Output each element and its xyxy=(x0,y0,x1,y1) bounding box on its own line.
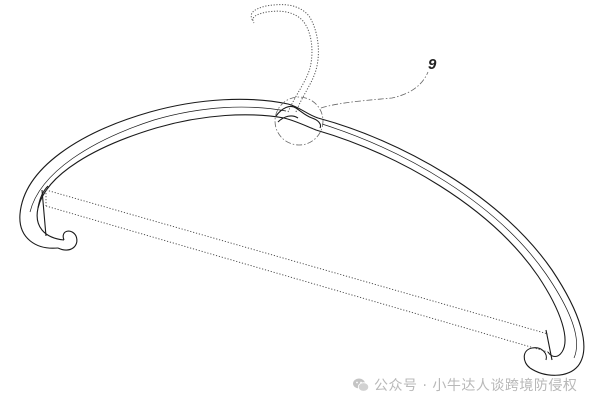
leader-line xyxy=(320,71,429,109)
wechat-icon xyxy=(353,378,370,392)
detail-circle xyxy=(274,96,324,146)
hanger-arm xyxy=(19,98,585,376)
watermark-text: 公众号 · 小牛达人谈跨境防侵权 xyxy=(374,378,578,394)
watermark: 公众号 · 小牛达人谈跨境防侵权 xyxy=(352,372,577,398)
hook-base xyxy=(275,105,322,129)
hook-outline xyxy=(250,4,319,113)
reference-numeral: 9 xyxy=(428,56,437,73)
crossbar xyxy=(45,189,549,353)
